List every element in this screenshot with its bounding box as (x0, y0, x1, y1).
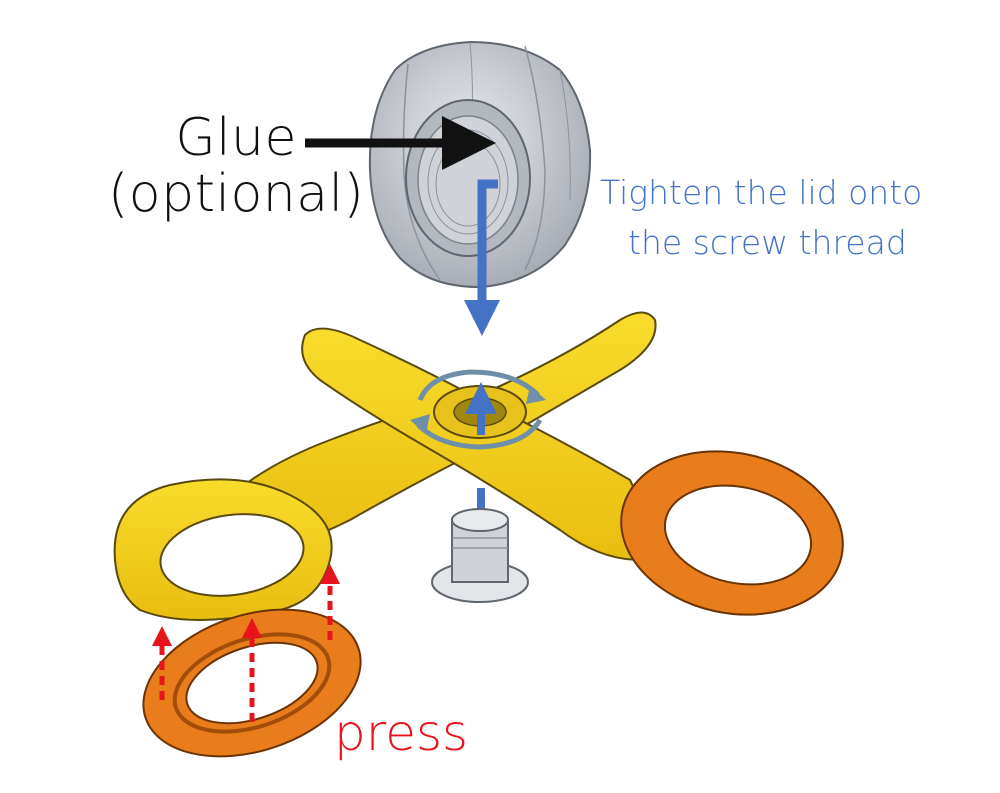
tighten-label: Tighten the lid onto the screw thread (600, 168, 922, 268)
rotate-arrows-icon (410, 369, 546, 450)
glue-label-line1: Glue (175, 108, 298, 168)
blue-elbow-arrow-icon (464, 179, 500, 336)
glue-label-line2: (optional) (108, 164, 365, 224)
screw-bolt (431, 508, 529, 603)
tighten-label-line2: the screw thread (628, 223, 907, 262)
glue-label: Glue (optional) (108, 110, 364, 222)
press-label: press (334, 704, 469, 762)
orange-ring-right (620, 450, 844, 616)
red-dashed-arrow-icon (152, 564, 340, 722)
tighten-label-line1: Tighten the lid onto (600, 173, 923, 212)
